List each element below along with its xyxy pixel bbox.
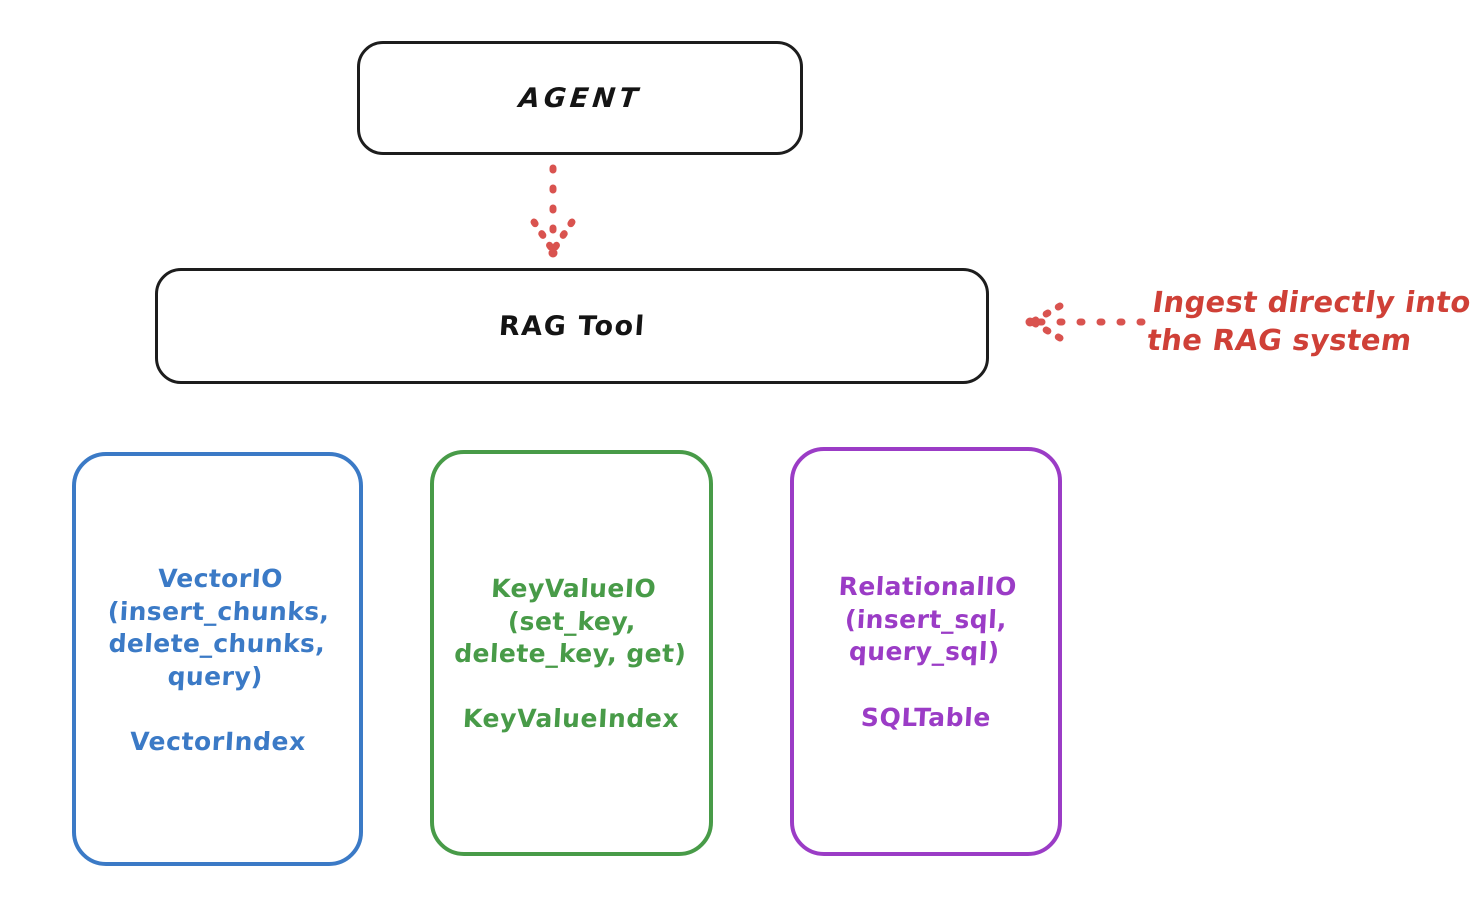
agent-node[interactable]: AGENT <box>357 41 803 155</box>
ingest-annotation-label: Ingest directly into the RAG system <box>1144 285 1474 358</box>
arrow-agent-to-rag-tool <box>530 164 576 258</box>
key-value-io-index-label: KeyValueIndex <box>462 704 681 734</box>
vector-io-title: VectorIO (insert_chunks, delete_chunks, … <box>106 563 330 691</box>
arrow-ingest-note-to-rag-tool <box>1025 302 1146 342</box>
key-value-io-title: KeyValueIO (set_key, delete_key, get) <box>453 573 687 668</box>
vector-io-index-label: VectorIndex <box>128 726 307 756</box>
key-value-io-node[interactable]: KeyValueIO (set_key, delete_key, get) Ke… <box>430 450 713 856</box>
agent-node-label: AGENT <box>517 82 643 114</box>
relational-io-title: RelationalIO (insert_sql, query_sql) <box>838 572 1018 667</box>
relational-io-index-label: SQLTable <box>860 702 992 732</box>
vector-io-node[interactable]: VectorIO (insert_chunks, delete_chunks, … <box>72 452 363 866</box>
relational-io-node[interactable]: RelationalIO (insert_sql, query_sql) SQL… <box>790 447 1062 856</box>
rag-tool-node-label: RAG Tool <box>497 310 647 342</box>
rag-tool-node[interactable]: RAG Tool <box>155 268 989 384</box>
